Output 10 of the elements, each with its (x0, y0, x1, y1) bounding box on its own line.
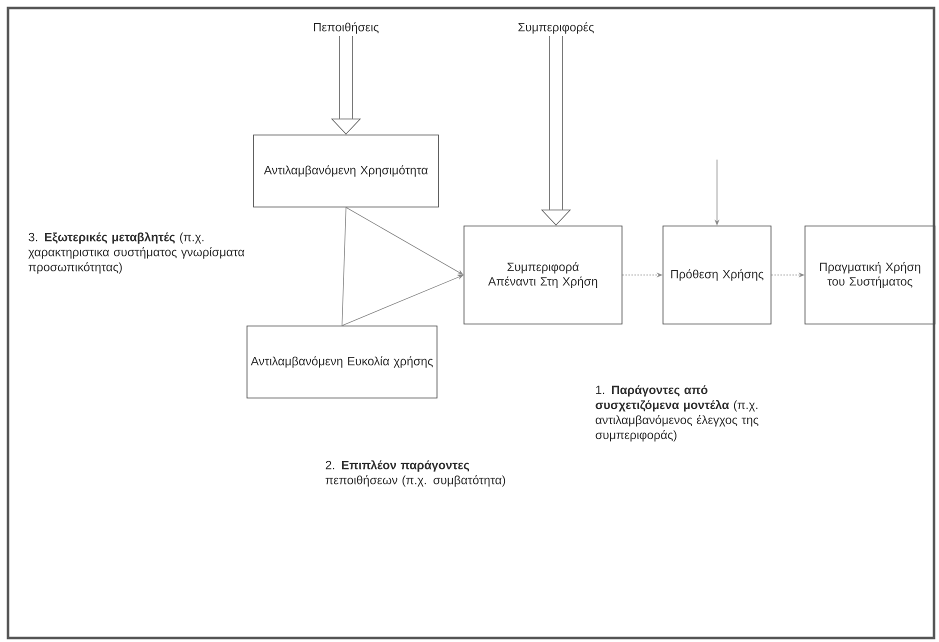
input-label: Συμπεριφορές (518, 22, 594, 34)
process-box: Αντιλαμβανόμενη Χρησιμότητα (253, 134, 439, 208)
process-box: Πρόθεση Χρήσης (662, 226, 772, 324)
process-box: Αντιλαμβανόμενη Ευκολία χρήσης (246, 326, 438, 398)
input-label: Πεποιθήσεις (314, 22, 379, 34)
note-text: 2. Επιπλέον παράγοντες πεποιθήσεων (π.χ. συμβατότητα) (326, 460, 506, 487)
note-text: 3. Εξωτερικές μεταβλητές (π.χ. χαρακτηριστικα συστήματος γνωρίσματα προσωπικότητας) (28, 232, 244, 274)
note-text: 1. Παράγοντες από συσχετιζόμενα μοντέλα (π.χ. αντιλαμβανόμενος έλεγχος της συμπεριφοράς) (596, 385, 758, 442)
process-box: Συμπεριφορά Απέναντι Στη Χρήση (464, 226, 622, 324)
process-box: Πραγματική Χρήση του Συστήματος (804, 226, 936, 324)
